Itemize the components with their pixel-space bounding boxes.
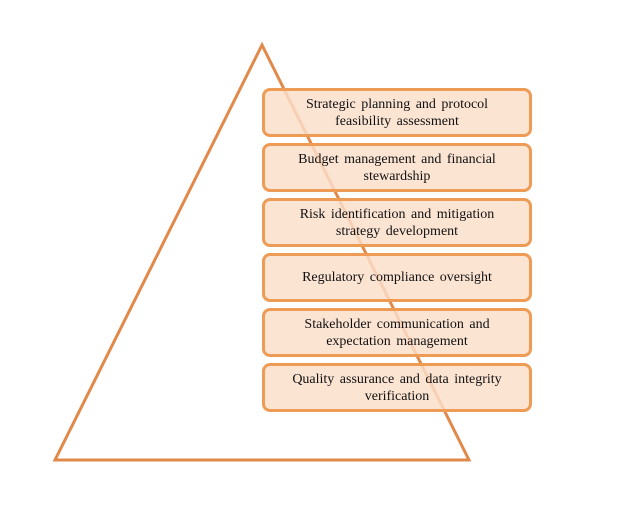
pyramid-level-1-label: Strategic planning and protocol feasibil… xyxy=(305,96,489,129)
pyramid-level-5-box: Stakeholder communication and expectatio… xyxy=(262,308,532,357)
pyramid-level-3-box: Risk identification and mitigation strat… xyxy=(262,198,532,247)
pyramid-level-6-label: Quality assurance and data integrity ver… xyxy=(292,371,502,404)
pyramid-level-4-label: Regulatory compliance oversight xyxy=(302,270,492,285)
pyramid-level-3-label: Risk identification and mitigation strat… xyxy=(299,206,495,239)
pyramid-level-6-box: Quality assurance and data integrity ver… xyxy=(262,363,532,412)
pyramid-level-2-box: Budget management and financial stewards… xyxy=(262,143,532,192)
pyramid-level-2-label: Budget management and financial stewards… xyxy=(298,151,496,184)
pyramid-level-1-box: Strategic planning and protocol feasibil… xyxy=(262,88,532,137)
pyramid-level-5-label: Stakeholder communication and expectatio… xyxy=(304,316,490,349)
pyramid-level-4-box: Regulatory compliance oversight xyxy=(262,253,532,302)
